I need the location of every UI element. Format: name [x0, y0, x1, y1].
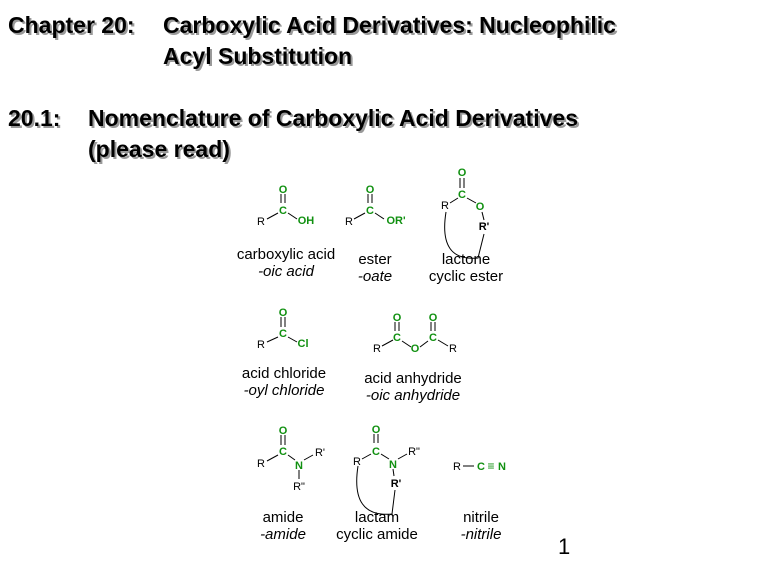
atom-c: C	[279, 328, 287, 340]
atom-r: R	[257, 339, 265, 351]
atom-n: N	[389, 459, 397, 471]
chapter-label: Chapter 20:	[8, 12, 135, 38]
atom-o: O	[458, 167, 467, 179]
atom-o: O	[393, 312, 402, 324]
atom-c: C	[279, 446, 287, 458]
atom-c: C	[458, 189, 466, 201]
derivative-name: nitrile	[463, 509, 499, 526]
caption-nitrile: nitrile -nitrile	[448, 509, 514, 543]
atom-r-prime: R'	[315, 447, 325, 459]
caption-carboxylic-acid: carboxylic acid -oic acid	[216, 246, 356, 280]
derivative-name: carboxylic acid	[236, 246, 336, 263]
atom-r: R	[257, 458, 265, 470]
derivative-name: lactam	[354, 509, 400, 526]
caption-ester: ester -oate	[345, 251, 405, 285]
atom-c: C	[393, 332, 401, 344]
atom-c: C	[477, 461, 485, 473]
section-title-line1: Nomenclature of Carboxylic Acid Derivati…	[88, 105, 578, 131]
derivative-suffix: -nitrile	[460, 526, 502, 543]
atom-r: R	[257, 216, 265, 228]
section-label: 20.1:	[8, 105, 61, 131]
atom-n: N	[498, 461, 506, 473]
atom-c: C	[366, 205, 374, 217]
derivative-suffix: -oic anhydride	[365, 387, 461, 404]
atom-c: C	[372, 446, 380, 458]
caption-amide: amide -amide	[248, 509, 318, 543]
chapter-title-line1: Carboxylic Acid Derivatives: Nucleophili…	[163, 12, 616, 38]
caption-acid-anhydride: acid anhydride -oic anhydride	[352, 370, 474, 404]
atom-r: R	[345, 216, 353, 228]
atom-r-prime: R'	[479, 221, 490, 233]
atom-r: R	[453, 461, 461, 473]
derivative-suffix: cyclic ester	[428, 268, 504, 285]
atom-n: N	[295, 460, 303, 472]
atom-oh: OH	[298, 215, 315, 227]
atom-r: R	[373, 343, 381, 355]
caption-lactone: lactone cyclic ester	[416, 251, 516, 285]
derivative-suffix: -oyl chloride	[243, 382, 325, 399]
derivative-name: lactone	[441, 251, 491, 268]
atom-r-prime: R'	[391, 478, 402, 490]
atom-o: O	[279, 184, 288, 196]
atom-o: O	[372, 424, 381, 436]
atom-o: O	[279, 307, 288, 319]
atom-r: R	[449, 343, 457, 355]
chapter-title-line2: Acyl Substitution	[163, 43, 353, 69]
atom-r-double-prime: R"	[293, 481, 305, 493]
derivative-name: ester	[358, 251, 392, 268]
derivative-name: amide	[262, 509, 304, 526]
atom-c: C	[279, 205, 287, 217]
atom-c: C	[429, 332, 437, 344]
atom-o: O	[279, 425, 288, 437]
atom-or-prime: OR'	[386, 215, 406, 227]
derivative-suffix: -amide	[260, 526, 306, 543]
derivative-name: acid anhydride	[364, 370, 462, 387]
triple-bond: ≡	[487, 459, 494, 473]
caption-acid-chloride: acid chloride -oyl chloride	[228, 365, 340, 399]
atom-o: O	[429, 312, 438, 324]
atom-r: R	[441, 200, 449, 212]
atom-o: O	[366, 184, 375, 196]
atom-o: O	[411, 343, 420, 355]
atom-cl: Cl	[298, 338, 309, 350]
derivative-suffix: -oic acid	[258, 263, 314, 280]
atom-r-double-prime: R"	[408, 446, 420, 458]
slide-number: 1	[558, 534, 571, 559]
caption-lactam: lactam cyclic amide	[326, 509, 428, 543]
atom-o: O	[476, 201, 485, 213]
derivative-suffix: -oate	[357, 268, 393, 285]
atom-r: R	[353, 456, 361, 468]
derivative-name: acid chloride	[241, 365, 327, 382]
derivative-suffix: cyclic amide	[336, 526, 418, 543]
section-title-line2: (please read)	[88, 136, 230, 162]
